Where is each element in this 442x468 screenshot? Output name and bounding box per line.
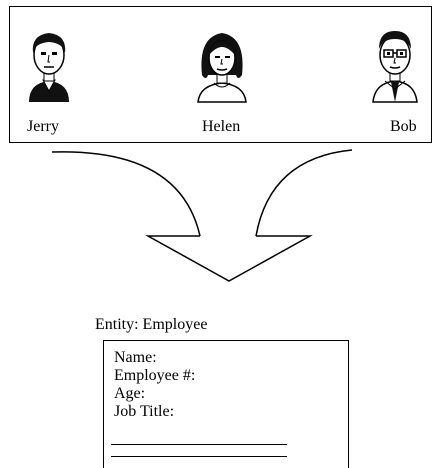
person-bob [366, 25, 424, 103]
person-name-jerry: Jerry [27, 118, 59, 135]
man-with-glasses-portrait-icon [372, 31, 418, 103]
right-curve-connector [255, 149, 353, 237]
left-curve-connector [51, 151, 201, 237]
down-arrow-icon [145, 235, 313, 282]
entity-card: Name: Employee #: Age: Job Title: [103, 340, 349, 468]
entity-title: Entity: Employee [95, 316, 208, 333]
divider-line [111, 456, 287, 457]
woman-portrait-icon [197, 33, 247, 103]
people-panel: Jerry Helen [9, 6, 432, 143]
field-age-label: Age: [114, 385, 146, 402]
person-name-bob: Bob [390, 118, 417, 135]
man-portrait-icon [29, 33, 69, 102]
field-name-label: Name: [114, 349, 157, 366]
person-name-helen: Helen [202, 118, 241, 135]
person-jerry [20, 25, 78, 103]
abstraction-arrow-diagram [51, 149, 353, 282]
person-helen [192, 25, 252, 103]
divider-line [111, 444, 287, 445]
field-job-title-label: Job Title: [114, 403, 175, 420]
field-employee-number-label: Employee #: [114, 367, 196, 384]
